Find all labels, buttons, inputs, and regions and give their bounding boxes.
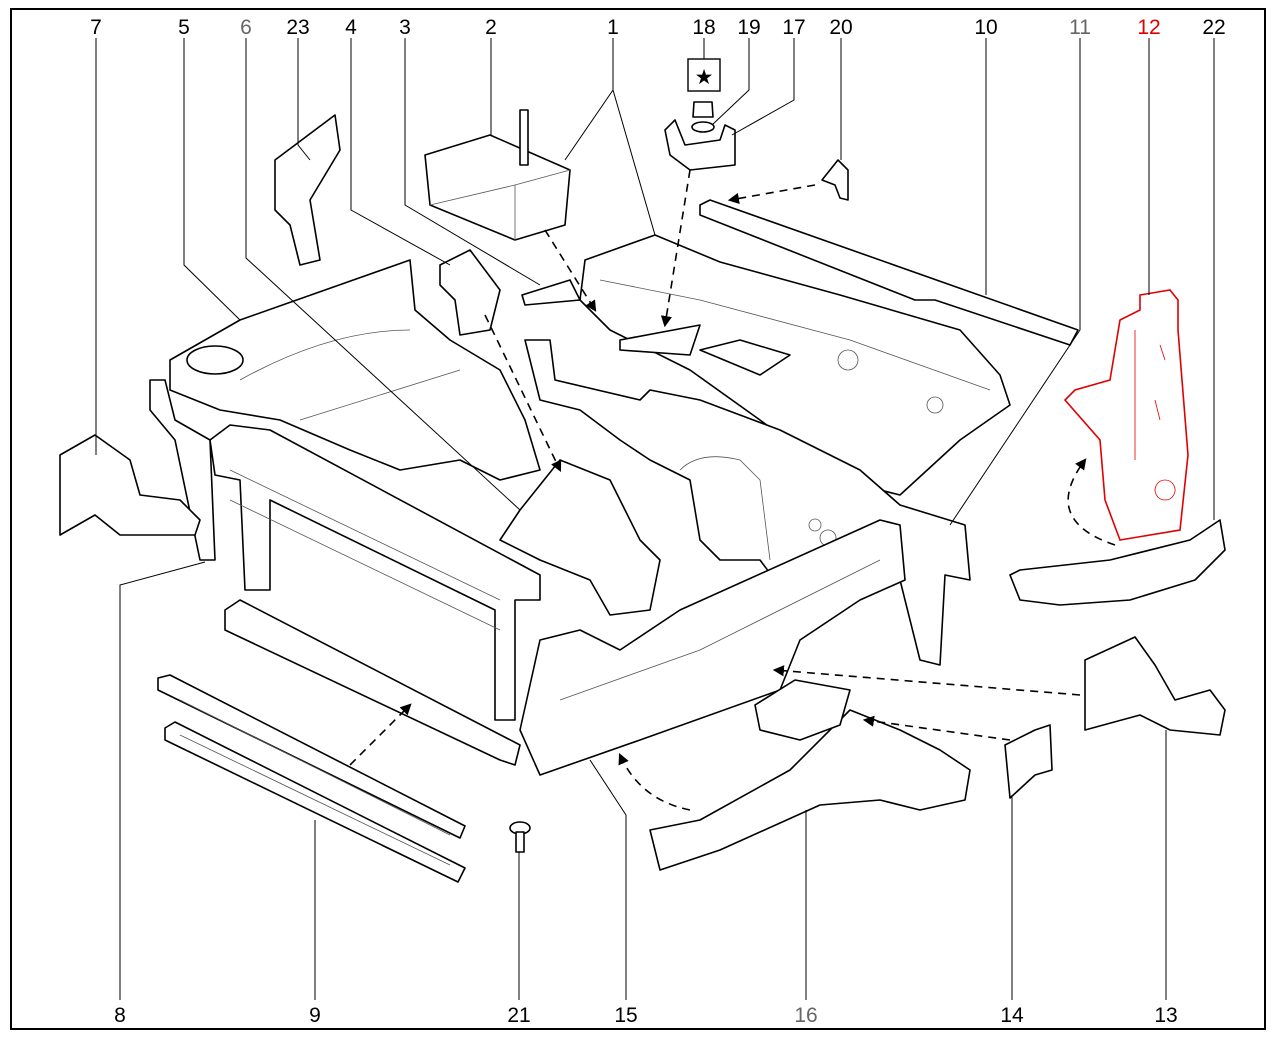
- callout-22[interactable]: 22: [1202, 16, 1225, 39]
- callout-12[interactable]: 12: [1137, 16, 1160, 39]
- callout-21[interactable]: 21: [507, 1004, 530, 1027]
- callout-7[interactable]: 7: [90, 16, 102, 39]
- star-icon: ★: [695, 66, 714, 89]
- callout-23[interactable]: 23: [286, 16, 309, 39]
- callout-3[interactable]: 3: [399, 16, 411, 39]
- part-22-panel[interactable]: [1009, 519, 1226, 606]
- part-4-plate[interactable]: [439, 249, 501, 336]
- callout-16[interactable]: 16: [794, 1004, 817, 1027]
- part-3-bracket[interactable]: [521, 279, 581, 306]
- part-23-bracket[interactable]: [274, 114, 341, 266]
- diagram-frame: [10, 8, 1266, 1030]
- part-21-bolt[interactable]: [509, 821, 531, 853]
- callout-1[interactable]: 1: [607, 16, 619, 39]
- callout-5[interactable]: 5: [178, 16, 190, 39]
- part-7-bracket[interactable]: [59, 434, 201, 536]
- callout-14[interactable]: 14: [1000, 1004, 1024, 1027]
- lower-tie-bar: [224, 599, 521, 766]
- part-20-bracket[interactable]: [821, 159, 849, 201]
- callout-2[interactable]: 2: [485, 16, 497, 39]
- callout-10[interactable]: 10: [974, 16, 997, 39]
- part-15-front-rail[interactable]: [519, 519, 906, 776]
- part-12-highlighted-panel[interactable]: [1063, 289, 1189, 541]
- part-16-rail-extension[interactable]: [649, 679, 971, 871]
- callout-15[interactable]: 15: [614, 1004, 637, 1027]
- callout-18[interactable]: 18: [692, 16, 715, 39]
- part-2-battery-tray[interactable]: [424, 109, 571, 241]
- callout-20[interactable]: 20: [829, 16, 852, 39]
- part-19-washer[interactable]: [691, 121, 715, 133]
- callout-11[interactable]: 11: [1069, 16, 1091, 39]
- part-17-bracket[interactable]: [664, 119, 736, 171]
- callout-6[interactable]: 6: [240, 16, 252, 39]
- callout-19[interactable]: 19: [737, 16, 760, 39]
- part-1-cowl-panel[interactable]: [579, 234, 1011, 496]
- part-18-nut[interactable]: [692, 101, 714, 118]
- part-14-bracket[interactable]: [1004, 724, 1053, 799]
- part-10-cowl-strip[interactable]: [699, 199, 1079, 346]
- callout-4[interactable]: 4: [345, 16, 357, 39]
- assembly-arrows: [349, 169, 1116, 811]
- part-8-radiator-support[interactable]: [149, 379, 541, 721]
- front-bulkhead: [524, 339, 971, 666]
- callout-9[interactable]: 9: [309, 1004, 321, 1027]
- callout-17[interactable]: 17: [782, 16, 805, 39]
- inner-apron-bracket: [499, 459, 661, 616]
- part-18-star-box: [687, 58, 721, 92]
- part-5-wheelhouse-assembly[interactable]: [169, 259, 541, 481]
- callout-13[interactable]: 13: [1154, 1004, 1177, 1027]
- callout-labels: 7 5 6 23 4 3 2 1 18 19 17 20 10 11 12 22…: [90, 16, 1226, 1027]
- leader-lines: [95, 38, 1215, 1000]
- part-9-bumper-beam[interactable]: [157, 674, 466, 883]
- part-13-bracket[interactable]: [1084, 636, 1226, 736]
- callout-8[interactable]: 8: [114, 1004, 126, 1027]
